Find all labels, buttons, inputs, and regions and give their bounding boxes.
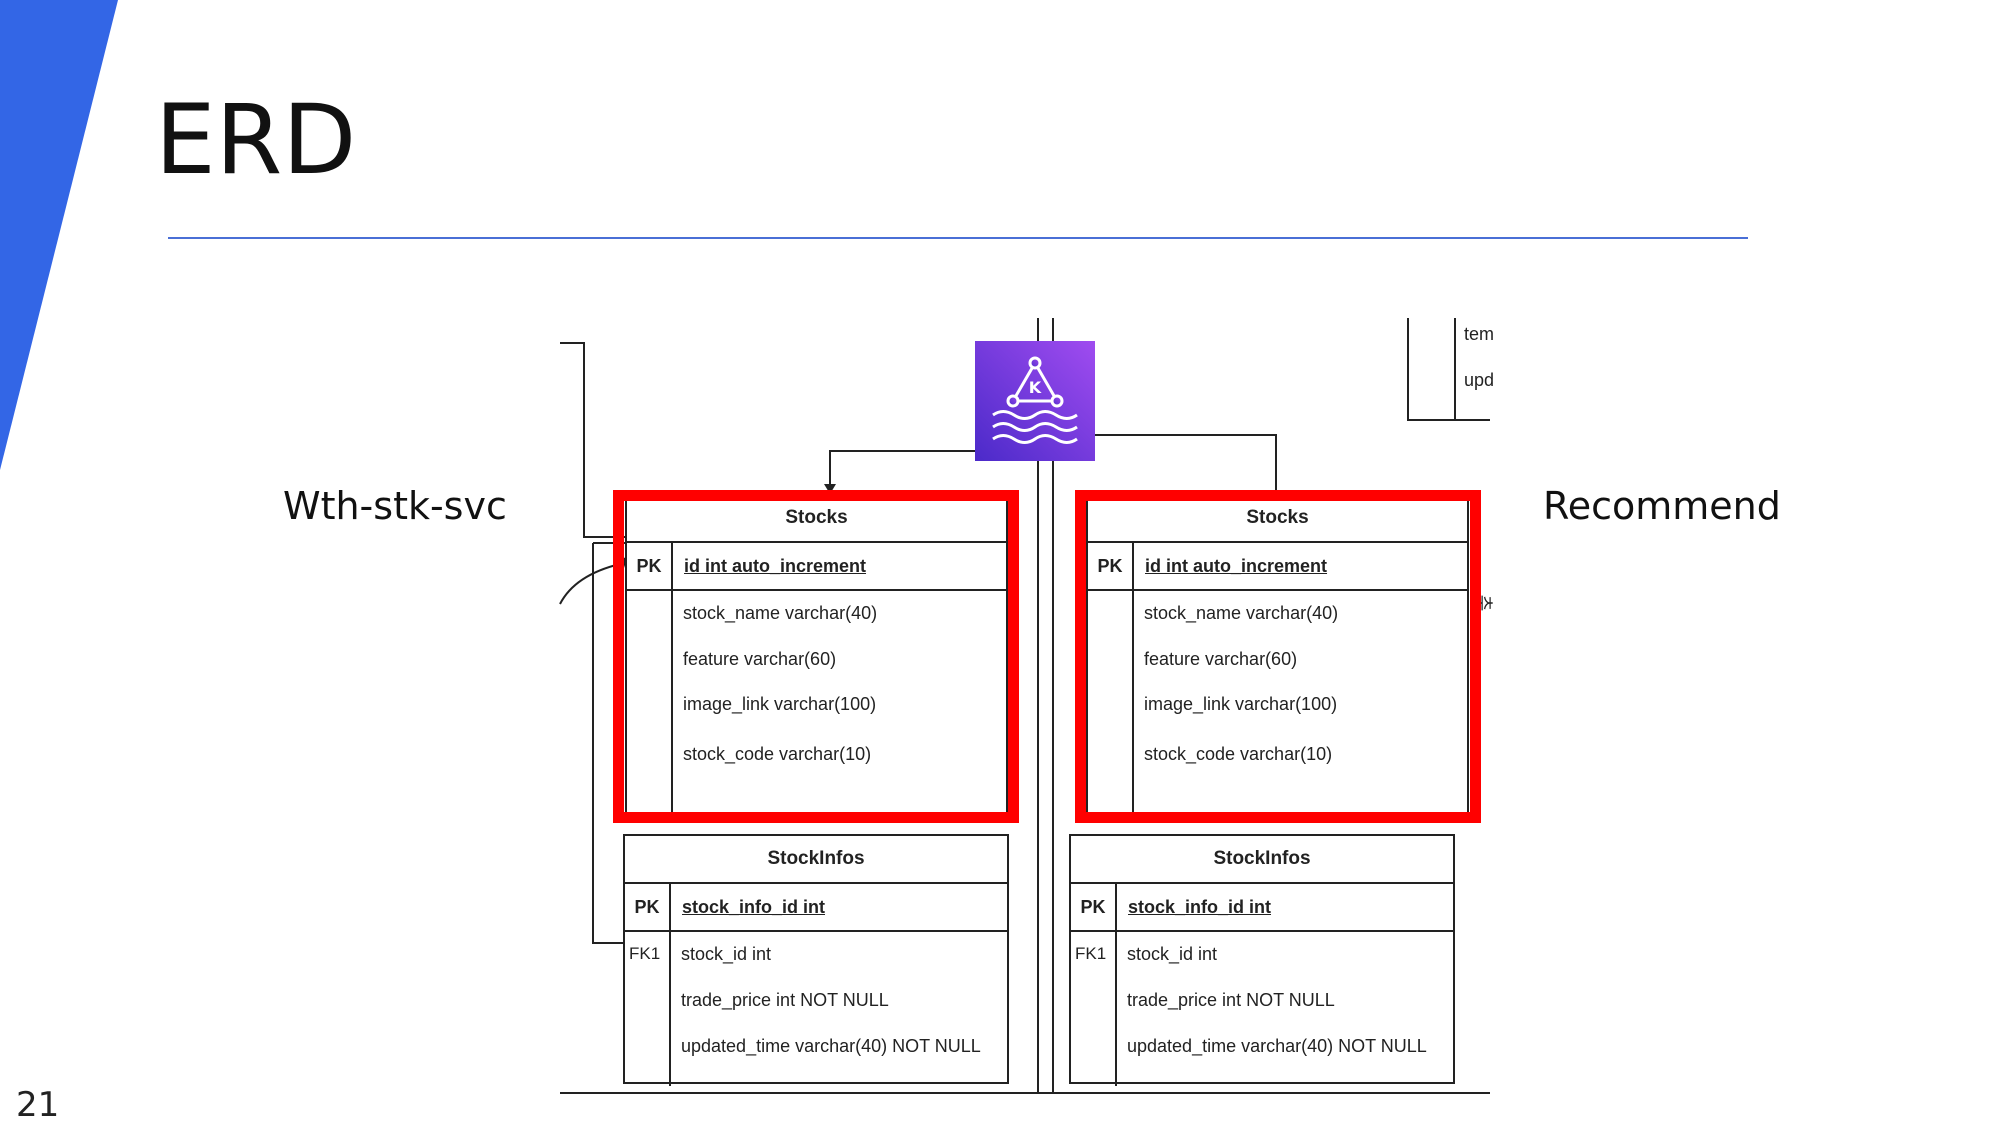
table-title: Stocks [1088, 495, 1467, 543]
pk-field: id int auto_increment [1145, 555, 1328, 576]
service-label-left: Wth-stk-svc [283, 484, 507, 528]
key-column [627, 591, 673, 817]
table-field: stock_name varchar(40) [683, 603, 878, 623]
erd-table-stocks-right: Stocks PK id int auto_increment stock_na… [1086, 493, 1469, 817]
table-field: stock_code varchar(10) [683, 744, 872, 764]
table-pk-row: PK id int auto_increment [627, 543, 1006, 591]
table-field: updated_time varchar(40) NOT NULL [681, 1036, 981, 1056]
slide-number: 21 [16, 1085, 60, 1125]
table-field: feature varchar(60) [683, 649, 837, 669]
pk-label: PK [1071, 884, 1117, 930]
pk-label: PK [627, 543, 673, 589]
accent-stripe [0, 0, 118, 470]
table-field: trade_price int NOT NULL [681, 990, 889, 1010]
table-pk-row: PK stock_info_id int [625, 884, 1007, 932]
partial-table-field: tem [1464, 324, 1495, 344]
key-column [1088, 591, 1134, 817]
svg-text:K: K [1029, 378, 1042, 397]
title-divider [168, 237, 1748, 239]
pk-field: stock_info_id int [1128, 896, 1272, 917]
table-field: updated_time varchar(40) NOT NULL [1127, 1036, 1427, 1056]
pk-label: PK [625, 884, 671, 930]
page-title: ERD [155, 84, 357, 196]
service-label-right: Recommend [1543, 484, 1781, 528]
partial-table-field: upd [1464, 370, 1495, 390]
fk-label: FK1 [1075, 944, 1107, 963]
pk-field: stock_info_id int [682, 896, 826, 917]
highlight-box-left [613, 490, 1019, 823]
table-field: stock_name varchar(40) [1144, 603, 1339, 623]
table-field: image_link varchar(100) [683, 694, 877, 714]
pk-label: PK [1088, 543, 1134, 589]
table-field: trade_price int NOT NULL [1127, 990, 1335, 1010]
table-field: stock_id int [1127, 944, 1218, 964]
table-field: image_link varchar(100) [1144, 694, 1338, 714]
table-pk-row: PK stock_info_id int [1071, 884, 1453, 932]
table-field: stock_code varchar(10) [1144, 744, 1333, 764]
erd-table-stockinfos-right: StockInfos PK stock_info_id int FK1 stoc… [1069, 834, 1455, 1086]
pk-field: id int auto_increment [684, 555, 867, 576]
key-column: FK1 [1071, 932, 1117, 1086]
highlight-box-right [1075, 490, 1481, 823]
table-field: feature varchar(60) [1144, 649, 1298, 669]
erd-table-stocks-left: Stocks PK id int auto_increment stock_na… [625, 493, 1008, 817]
table-pk-row: PK id int auto_increment [1088, 543, 1467, 591]
erd-table-stockinfos-left: StockInfos PK stock_info_id int FK1 stoc… [623, 834, 1009, 1086]
table-field: stock_id int [681, 944, 772, 964]
kafka-icon: K [975, 341, 1095, 461]
table-title: StockInfos [625, 836, 1007, 884]
key-column: FK1 [625, 932, 671, 1086]
table-title: Stocks [627, 495, 1006, 543]
table-title: StockInfos [1071, 836, 1453, 884]
fk-label: FK1 [629, 944, 661, 963]
